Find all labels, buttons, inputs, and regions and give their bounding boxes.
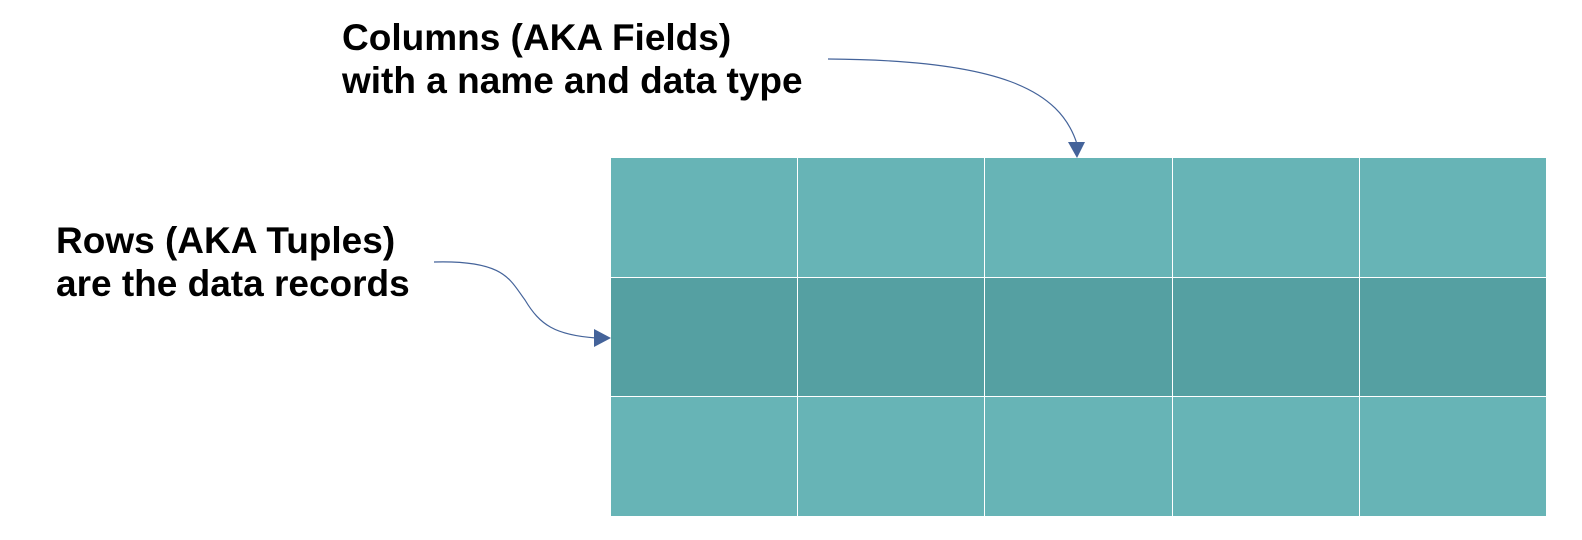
table-cell — [798, 277, 985, 397]
table-cell — [611, 277, 798, 397]
table-cell — [985, 158, 1172, 277]
rows-arrow — [433, 261, 597, 339]
table-cell — [1172, 397, 1359, 516]
rows-annotation: Rows (AKA Tuples) are the data records — [56, 219, 410, 305]
table-cell — [985, 397, 1172, 516]
columns-annotation-line2: with a name and data type — [342, 60, 803, 101]
columns-annotation: Columns (AKA Fields) with a name and dat… — [342, 16, 803, 102]
table-cell — [798, 397, 985, 516]
rows-annotation-line1: Rows (AKA Tuples) — [56, 220, 396, 261]
table-cell — [1172, 158, 1359, 277]
table-cell — [611, 397, 798, 516]
table-cell — [1359, 277, 1546, 397]
table-cell — [1172, 277, 1359, 397]
columns-arrow — [827, 58, 1078, 145]
table-cell — [1359, 397, 1546, 516]
rows-arrowhead — [594, 329, 611, 347]
table-cell — [985, 277, 1172, 397]
columns-arrowhead — [1068, 142, 1085, 158]
table-cell — [1359, 158, 1546, 277]
table-cell — [611, 158, 798, 277]
table-cell — [798, 158, 985, 277]
rows-annotation-line2: are the data records — [56, 263, 410, 304]
columns-annotation-line1: Columns (AKA Fields) — [342, 17, 732, 58]
table-grid — [611, 158, 1546, 516]
